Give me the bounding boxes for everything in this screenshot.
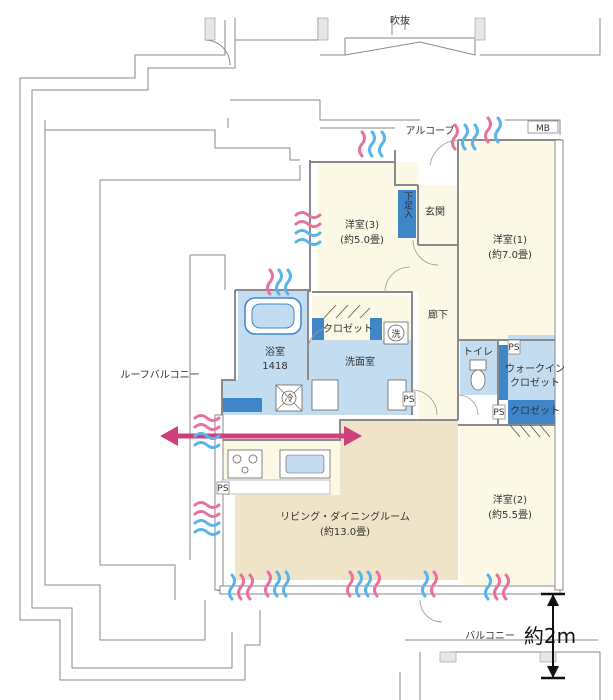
- western-room-3-name: 洋室(3): [345, 218, 379, 231]
- wall-hatch: [214, 139, 564, 595]
- western-room-1-name: 洋室(1): [493, 233, 527, 246]
- washroom-label: 洗面室: [345, 355, 375, 368]
- airflow-icon: [484, 573, 510, 601]
- western-room-2-size: (約5.5畳): [488, 508, 532, 521]
- alcove-label: アルコーブ: [405, 124, 454, 137]
- door-swings: [307, 139, 479, 623]
- depth-dimension-label: 約2m: [524, 624, 576, 648]
- closet-main-label: クロゼット: [323, 323, 373, 335]
- bathtub-icon: [244, 297, 302, 335]
- living-dining-name: リビング・ダイニングルーム: [280, 510, 410, 523]
- airflow-icons: [193, 116, 510, 601]
- living-floor-upper: [340, 420, 458, 500]
- airflow-icon: [421, 570, 438, 598]
- mb-box: [527, 120, 559, 134]
- toilet-label: トイレ: [463, 347, 493, 358]
- ps-label-washroom: PS: [403, 395, 414, 405]
- vanity-counter: [311, 379, 407, 411]
- void-label: 吹抜: [390, 14, 410, 27]
- airflow-icon: [294, 211, 322, 246]
- kitchen-sink-icon: [279, 449, 331, 479]
- void-railing: [204, 17, 557, 663]
- western-room-2-name: 洋室(2): [493, 493, 527, 506]
- hallway-label: 廊下: [428, 308, 448, 321]
- entrance-label: 玄関: [425, 205, 445, 218]
- washroom-area: [308, 340, 412, 380]
- ps-label-kitchen: PS: [217, 484, 228, 494]
- toilet-icon: [469, 359, 487, 391]
- fridge-mark: 冷: [284, 392, 293, 404]
- walkin-closet-line1: ウォークイン: [505, 363, 565, 375]
- closet-room-2-label: クロゼット: [510, 405, 560, 417]
- airflow-icon: [346, 570, 381, 598]
- washing-machine-icon: 洗: [383, 321, 409, 345]
- mb-label: MB: [536, 124, 550, 134]
- ps-label-walkin: PS: [508, 343, 519, 353]
- cross-ventilation-arrow-icon: [160, 426, 362, 446]
- ps-label-toilet: PS: [493, 408, 504, 418]
- living-floor-lower: [235, 495, 458, 580]
- bathroom-size: 1418: [262, 361, 287, 372]
- airflow-icon: [193, 414, 221, 449]
- ps-boxes: [216, 339, 521, 495]
- airflow-icon: [193, 501, 221, 536]
- refrigerator-icon: 冷: [275, 384, 303, 412]
- balcony-label: バルコニー: [465, 630, 515, 642]
- storage-blocks: [222, 190, 560, 425]
- western-room-2-floor: [460, 425, 560, 585]
- airflow-icon: [484, 116, 502, 144]
- bathroom-name: 浴室: [265, 345, 285, 358]
- roof-balcony-label: ルーフバルコニー: [120, 369, 199, 381]
- shoe-box-label: 下足入: [402, 192, 413, 219]
- airflow-icon: [264, 570, 290, 598]
- airflow-icon: [228, 573, 254, 601]
- hallway-floor: [418, 245, 458, 420]
- western-room-3-size: (約5.0畳): [340, 233, 384, 246]
- walkin-closet-line2: クロゼット: [510, 377, 560, 389]
- western-room-1-floor: [460, 140, 560, 340]
- airflow-icon: [266, 268, 292, 296]
- wash-mark: 洗: [391, 328, 400, 340]
- airflow-icon: [451, 123, 479, 151]
- living-dining-size: (約13.0畳): [320, 525, 370, 538]
- closet-doors: [323, 304, 551, 438]
- western-room-1-size: (約7.0畳): [488, 248, 532, 261]
- airflow-icon: [358, 130, 386, 158]
- dimension-arrow-icon: [541, 592, 565, 680]
- entrance-floor: [418, 185, 458, 245]
- stove-icon: [227, 449, 263, 479]
- kitchen-counter: [221, 479, 331, 495]
